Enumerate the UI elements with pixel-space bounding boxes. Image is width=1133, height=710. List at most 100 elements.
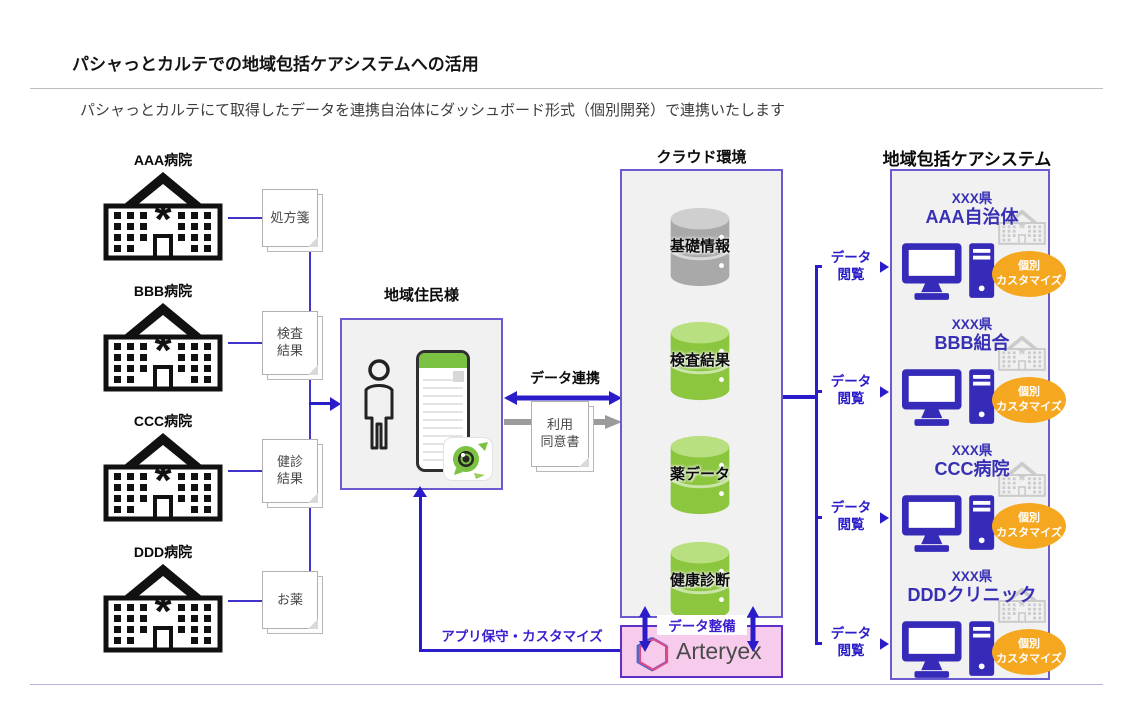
document-line: 健診 [276,454,303,470]
database-icon-green [669,321,731,401]
database-basic-info: 基礎情報 [666,205,734,291]
arteryex-logo-icon [636,636,669,672]
arrowhead-to-resident-bottom [413,486,427,497]
data-view-line: 閲覧 [837,516,865,532]
data-view-line: 閲覧 [837,266,865,282]
badge-line: カスタマイズ [996,653,1062,665]
data-view-line: 閲覧 [837,390,865,406]
badge-line: 個別 [1018,260,1040,273]
data-view-line: データ [830,626,872,641]
data-view-line: データ [830,500,872,515]
badge-line: カスタマイズ [996,527,1062,539]
view-arrowhead-3 [878,511,889,525]
cloud-box-title: クラウド環境 [656,149,747,166]
hospital-label-ccc: CCC病院 [133,413,193,429]
document-prescription: 処方箋 [262,189,318,247]
data-view-label-2: データ 閲覧 [822,374,880,408]
connector-bbb-doc [228,342,262,344]
data-view-line: 閲覧 [837,642,865,658]
view-arrowhead-1 [878,260,889,274]
data-link-double-arrow [504,391,622,405]
entry-prefecture: XXX県 [951,569,993,584]
care-entry-aaa: XXX県 AAA自治体 個別 カスタマイズ [892,187,1066,313]
app-maintenance-label: アプリ保守・カスタマイズ [426,625,618,645]
bottom-divider [30,684,1103,685]
branch-vertical-line [815,265,818,645]
care-system-box: XXX県 AAA自治体 個別 カスタマイズ XXX県 BBB組合 個別 カスタマ… [890,169,1066,680]
document-line: 同意書 [540,434,580,449]
document-line: 結果 [276,471,303,486]
custom-badge: 個別 カスタマイズ [992,251,1066,297]
branch-feed-line [783,395,817,399]
hospital-label-bbb: BBB病院 [133,283,193,299]
resident-box-title: 地域住民様 [383,287,459,304]
hospital-label-ddd: DDD病院 [133,544,193,560]
person-icon [364,359,394,450]
database-icon-green [669,541,731,621]
vendor-name: Arteryex [676,638,762,664]
data-view-label-1: データ 閲覧 [822,250,880,284]
database-health-checkup: 健康診断 [666,539,734,625]
care-entry-ddd: XXX県 DDDクリニック 個別 カスタマイズ [892,565,1066,691]
computer-icon [902,621,995,678]
database-medicine-data: 薬データ [666,433,734,519]
entry-name: DDDクリニック [907,585,1037,605]
computer-icon [902,495,995,552]
custom-badge: 個別 カスタマイズ [992,377,1066,423]
data-view-line: データ [830,250,872,265]
document-line: 利用 [546,417,573,433]
data-view-line: データ [830,374,872,389]
database-label: 健康診断 [669,572,730,589]
entry-prefecture: XXX県 [951,443,993,458]
computer-icon [902,243,995,300]
database-label: 基礎情報 [669,238,730,255]
entry-prefecture: XXX県 [951,191,993,206]
entry-name: AAA自治体 [925,207,1019,227]
hospital-icon-aaa [98,170,228,262]
connector-ddd-doc [228,600,262,602]
hospital-icon-ccc [98,431,228,523]
badge-line: 個別 [1018,386,1040,399]
data-link-label: データ連携 [530,370,600,386]
badge-line: 個別 [1018,512,1040,525]
data-prep-arrow-left [639,606,651,652]
computer-icon [902,369,995,426]
document-line: 処方箋 [270,209,310,225]
document-line: 検査 [276,326,303,342]
data-view-label-4: データ 閲覧 [822,626,880,660]
page-subtitle: パシャっとカルテにて取得したデータを連携自治体にダッシュボード形式（個別開発）で… [80,102,786,119]
care-system-title: 地域包括ケアシステム [882,150,1052,169]
entry-name: CCC病院 [934,459,1010,479]
database-test-results: 検査結果 [666,319,734,405]
app-header-bar [419,353,467,368]
document-test-results: 検査 結果 [262,311,318,375]
hospital-icon-bbb [98,301,228,393]
entry-name: BBB組合 [934,333,1010,353]
document-line: 結果 [276,343,303,358]
document-consent: 利用 同意書 [531,401,589,467]
badge-line: カスタマイズ [996,275,1062,287]
title-divider [30,88,1103,89]
custom-badge: 個別 カスタマイズ [992,629,1066,675]
data-view-label-3: データ 閲覧 [822,500,880,534]
page-title: パシャっとカルテでの地域包括ケアシステムへの活用 [72,55,479,74]
hospital-label-aaa: AAA病院 [133,152,193,168]
data-prep-label: データ整備 [657,615,747,635]
care-entry-bbb: XXX県 BBB組合 個別 カスタマイズ [892,313,1066,439]
connector-aaa-doc [228,217,262,219]
arrowhead-to-resident [330,397,341,411]
document-medicine: お薬 [262,571,318,629]
custom-badge: 個別 カスタマイズ [992,503,1066,549]
connector-docs-vertical [309,217,311,602]
document-checkup-results: 健診 結果 [262,439,318,503]
database-icon-gray [669,207,731,287]
document-line: お薬 [276,591,303,607]
hospital-icon-ddd [98,562,228,654]
database-label: 薬データ [669,466,730,483]
database-label: 検査結果 [669,352,730,369]
badge-line: カスタマイズ [996,401,1062,413]
view-arrowhead-2 [878,385,889,399]
cloud-box: 基礎情報 検査結果 薬データ [620,169,783,621]
view-arrowhead-4 [878,637,889,651]
